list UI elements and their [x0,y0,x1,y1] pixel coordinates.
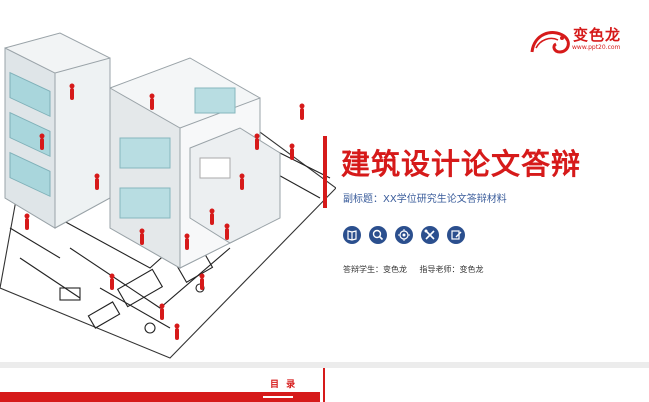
advisor-credit: 指导老师：变色龙 [419,265,484,274]
toc-heading: 目 录 [270,380,298,390]
search-icon[interactable] [369,226,387,244]
contents-red-band [0,392,320,402]
target-icon[interactable] [395,226,413,244]
page-title[interactable]: 建筑设计论文答辩 [341,147,582,181]
subtitle[interactable]: 副标题：XX学位研究生论文答辩材料 [343,194,507,205]
contents-divider [323,368,325,402]
slide-contents-preview[interactable]: 目 录 [0,368,649,402]
edit-icon[interactable] [447,226,465,244]
slide-separator [0,362,649,368]
slide-cover[interactable]: 变色龙 www.ppt20.com 建筑设计论文答辩 副标题：XX学位研究生论文… [0,0,649,362]
credits: 答辩学生：变色龙 指导老师：变色龙 [343,264,494,275]
contents-band-mark [263,396,293,398]
title-accent-bar [323,136,327,208]
student-credit: 答辩学生：变色龙 [343,265,407,274]
tools-icon[interactable] [421,226,439,244]
building-model-illustration [0,32,336,359]
brand-url: www.ppt20.com [572,44,621,51]
book-icon[interactable] [343,226,361,244]
brand-name: 变色龙 [573,26,622,44]
chameleon-logo-icon [530,31,570,54]
